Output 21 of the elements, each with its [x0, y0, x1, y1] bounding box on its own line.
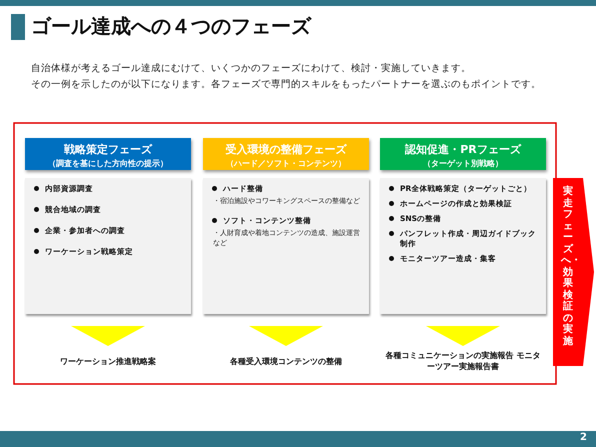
- phase-header: [203, 138, 369, 170]
- outcome-text: 各種受入環境コンテンツの整備: [203, 346, 369, 376]
- phase-title: 認知促進・PRフェーズ: [404, 142, 522, 157]
- phase-subtitle: （調査を基にした方向性の提示）: [47, 158, 169, 169]
- phase-subtitle: （ハード／ソフト・コンテンツ）: [225, 158, 347, 169]
- outcome-text: ワーケーション推進戦略案: [25, 346, 191, 376]
- page-number: 2: [580, 432, 587, 443]
- phase-subtitle: （ターゲット別戦略）: [422, 158, 504, 169]
- phase-header: [380, 138, 546, 170]
- intro-text: その一例を示したのが以下になります。各フェーズで専門的スキルをもったパートナーを選ぶのもポイントです。: [31, 78, 541, 91]
- vertical-label: 実走フェーズへ・効果検証の実施: [561, 186, 581, 346]
- phase-title: 受入環境の整備フェーズ: [224, 142, 348, 157]
- phase-header: [25, 138, 191, 170]
- content-panel: [380, 178, 546, 314]
- title: ゴール達成への４つのフェーズ: [31, 13, 311, 40]
- outcome-text: 各種コミュニケーションの実施報告 モニターツアー実施報告書: [380, 346, 546, 376]
- phase-title: 戦略策定フェーズ: [63, 142, 154, 157]
- content-panel: [203, 178, 369, 314]
- intro-text: 自治体様が考えるゴール達成にむけて、いくつかのフェーズにわけて、検討・実施していきます。: [31, 62, 471, 75]
- content-panel: [25, 178, 191, 314]
- chevron-arrow: [553, 178, 594, 366]
